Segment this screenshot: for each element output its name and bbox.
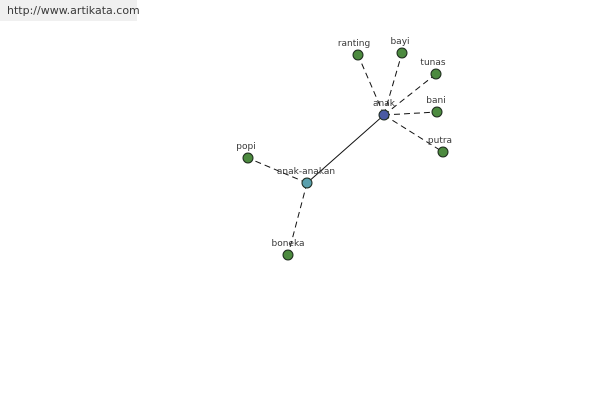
node-marker-bayi[interactable] [396,47,408,59]
edge-anak-anakan-popi [247,157,308,184]
node-marker-anak[interactable] [378,109,390,121]
edge-anak-bani [383,111,438,116]
node-boneka[interactable]: boneka [271,239,305,261]
edges-layer [247,52,444,256]
node-marker-boneka[interactable] [282,249,294,261]
node-marker-putra[interactable] [437,146,449,158]
node-marker-ranting[interactable] [352,49,364,61]
node-label-anak: anak [373,99,396,109]
node-label-anak-anakan: anak-anakan [277,167,335,177]
node-popi[interactable]: popi [236,142,256,164]
node-marker-bani[interactable] [431,106,443,118]
node-label-ranting: ranting [338,39,370,49]
node-bayi[interactable]: bayi [390,37,410,59]
edge-anak-ranting [357,54,385,116]
node-marker-tunas[interactable] [430,68,442,80]
node-putra[interactable]: putra [428,136,452,158]
edge-anak-bayi [383,52,403,116]
node-bani[interactable]: bani [426,96,446,118]
nodes-layer: anak anak-anakan ranting bayi tunas bani putra… [236,37,452,261]
edge-anak-anak-anakan [306,114,385,184]
node-tunas[interactable]: tunas [420,58,446,80]
node-label-bani: bani [426,96,445,106]
node-label-popi: popi [236,142,255,152]
edge-anak-anakan-boneka [287,182,308,256]
node-ranting[interactable]: ranting [338,39,370,61]
node-label-boneka: boneka [271,239,304,249]
node-marker-anak-anakan[interactable] [301,177,313,189]
edge-anak-tunas [383,73,437,116]
node-label-tunas: tunas [420,58,445,68]
node-anak[interactable]: anak [373,99,396,121]
source-url-label: http://www.artikata.com [0,0,140,21]
node-anak-anakan[interactable]: anak-anakan [277,167,335,189]
node-label-bayi: bayi [390,37,409,47]
node-marker-popi[interactable] [242,152,254,164]
node-label-putra: putra [428,136,452,146]
edge-anak-putra [383,114,444,153]
